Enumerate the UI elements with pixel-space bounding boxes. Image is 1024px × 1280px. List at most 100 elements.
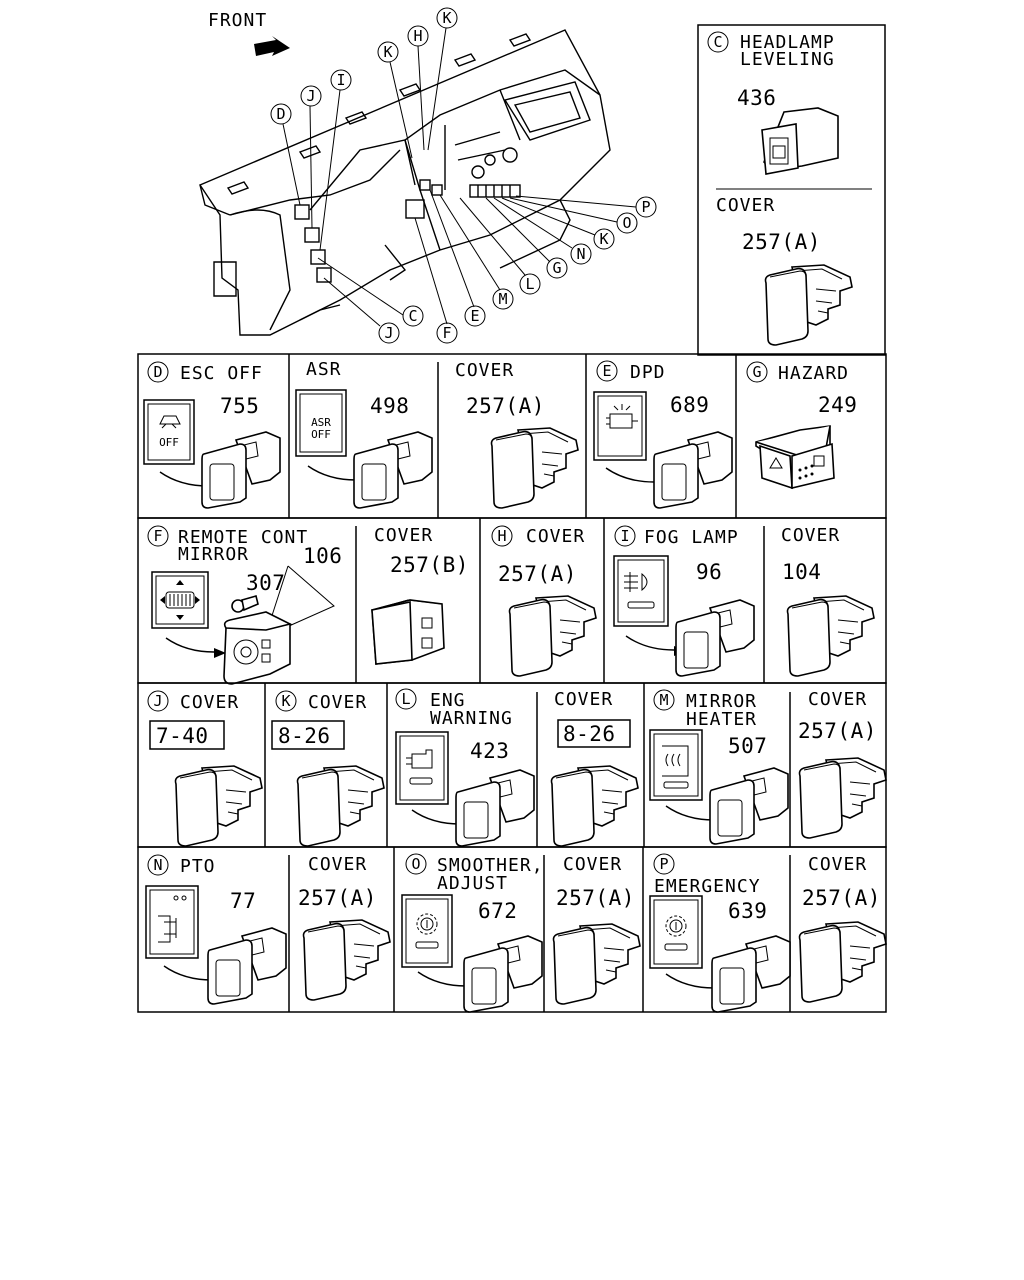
panel-p-emergency: P EMERGENCY 639 <box>649 853 791 1013</box>
panel-n-part-number: 77 <box>230 889 256 913</box>
panel-o-cover-label: COVER <box>563 854 622 875</box>
panel-i-cover-label: COVER <box>781 525 840 546</box>
esc-icon-text: OFF <box>159 436 179 449</box>
panel-c-subtitle: LEVELING <box>740 49 835 70</box>
panel-o-part-number: 672 <box>478 899 517 923</box>
panel-j-cover: J COVER 7-40 <box>147 690 263 847</box>
cover-257b-part <box>371 599 445 665</box>
callout-j: J <box>306 87 315 105</box>
callout-k-top-left: K <box>383 43 392 61</box>
panel-g-part-number: 249 <box>818 393 857 417</box>
panel-k-cover-part <box>296 765 385 847</box>
pto-icon <box>158 895 187 943</box>
smoother-adjust-switch <box>463 935 543 1013</box>
panel-p-part-number: 639 <box>728 899 767 923</box>
front-label: FRONT <box>208 10 267 31</box>
callout-k-top-right: K <box>442 9 451 27</box>
panel-l-part-number: 423 <box>470 739 509 763</box>
panel-c-part-number: 436 <box>737 86 776 110</box>
panel-h-cover-part: 257(A) <box>498 562 577 586</box>
panel-p-title: EMERGENCY <box>654 876 761 897</box>
callout-c: C <box>408 307 417 325</box>
panel-f-letter: F <box>153 527 162 545</box>
panel-l-subtitle: WARNING <box>430 708 513 729</box>
panel-g-letter: G <box>752 363 761 381</box>
panel-k-cover-label: COVER <box>308 692 367 713</box>
panel-g-title: HAZARD <box>778 363 849 384</box>
panel-o-title: SMOOTHER, <box>437 855 544 876</box>
panel-c-cover <box>764 264 853 346</box>
panel-h-cover-part-drawing <box>508 595 597 677</box>
panel-f-subtitle: MIRROR <box>178 544 249 565</box>
callout-l: L <box>525 275 534 293</box>
pto-switch <box>207 927 287 1005</box>
panel-f-title: REMOTE CONT <box>178 527 308 548</box>
callout-i: I <box>336 71 345 89</box>
panel-l-eng-warning: L ENG WARNING 423 <box>395 688 535 847</box>
cover-257a-part <box>490 427 579 509</box>
dashboard-overview: FRONT <box>198 7 657 344</box>
panel-f-part-106: 106 <box>303 544 342 568</box>
panel-l-cover-ref: 8-26 <box>563 722 616 746</box>
panel-h-letter: H <box>497 527 506 545</box>
panel-o-cover-part-drawing <box>552 923 641 1005</box>
panel-n-cover-part: 257(A) <box>298 886 377 910</box>
asr-icon-line2: OFF <box>311 428 331 441</box>
callout-n: N <box>576 245 585 263</box>
panel-e-title: DPD <box>630 362 666 383</box>
asr-icon-line1: ASR <box>311 416 331 429</box>
panel-n-cover-label: COVER <box>308 854 367 875</box>
panel-l-cover: COVER 8-26 <box>550 689 639 847</box>
front-arrow-icon <box>254 36 290 56</box>
panel-asr-title: ASR <box>306 359 342 380</box>
panel-c-letter: C <box>713 33 722 51</box>
panel-m-part-number: 507 <box>728 734 767 758</box>
emergency-switch <box>711 935 791 1013</box>
panel-k-ref: 8-26 <box>278 724 331 748</box>
panel-m-cover-part-drawing <box>798 757 887 839</box>
mirror-heater-icon <box>662 745 689 789</box>
asr-switch <box>353 431 433 509</box>
engine-warning-icon <box>406 749 433 785</box>
panel-i-cover: COVER 104 <box>781 525 875 677</box>
hazard-switch <box>755 425 835 490</box>
panel-l-title: ENG <box>430 690 466 711</box>
panel-f-cover-label: COVER <box>374 525 433 546</box>
panel-i-title: FOG LAMP <box>644 527 739 548</box>
panel-d-part-number: 755 <box>220 394 259 418</box>
panel-j-cover-part <box>174 765 263 847</box>
panel-c-cover-part: 257(A) <box>742 230 821 254</box>
panel-p-cover-label: COVER <box>808 854 867 875</box>
smoother-gear-icon <box>415 913 439 949</box>
panel-n-pto: N PTO 77 <box>145 854 287 1005</box>
panel-c-cover-label: COVER <box>716 195 775 216</box>
panel-m-mirror-heater: M MIRROR HEATER 507 <box>649 689 789 845</box>
panel-l-cover-label: COVER <box>554 689 613 710</box>
panel-m-cover-part: 257(A) <box>798 719 877 743</box>
panel-j-cover-label: COVER <box>180 692 239 713</box>
panel-d-cover-label: COVER <box>455 360 514 381</box>
panel-e-dpd: E DPD 689 <box>593 360 733 509</box>
esc-car-icon <box>159 415 181 429</box>
panel-asr: ASR 498 ASR OFF <box>295 359 433 509</box>
mirror-heater-switch <box>709 767 789 845</box>
panel-p-letter: P <box>659 855 668 873</box>
panel-e-letter: E <box>602 362 611 380</box>
callout-j-bottom: J <box>384 324 393 342</box>
panel-o-letter: O <box>411 855 420 873</box>
mirror-icon <box>151 571 209 629</box>
panel-i-fog-lamp: I FOG LAMP 96 <box>613 525 755 677</box>
panel-p-cover-part-drawing <box>798 921 887 1003</box>
panel-m-letter: M <box>659 691 668 709</box>
panel-h-cover-label: COVER <box>526 526 585 547</box>
callout-f: F <box>442 324 451 342</box>
callout-m: M <box>498 290 507 308</box>
panel-d-title: ESC OFF <box>180 363 263 384</box>
panel-m-cover: COVER 257(A) <box>798 689 887 839</box>
eng-warning-switch <box>455 769 535 847</box>
panel-f-part-307: 307 <box>246 571 285 595</box>
panel-f-cover-part: 257(B) <box>390 553 469 577</box>
panel-h-cover: H COVER 257(A) <box>491 525 597 677</box>
callout-g: G <box>552 259 561 277</box>
